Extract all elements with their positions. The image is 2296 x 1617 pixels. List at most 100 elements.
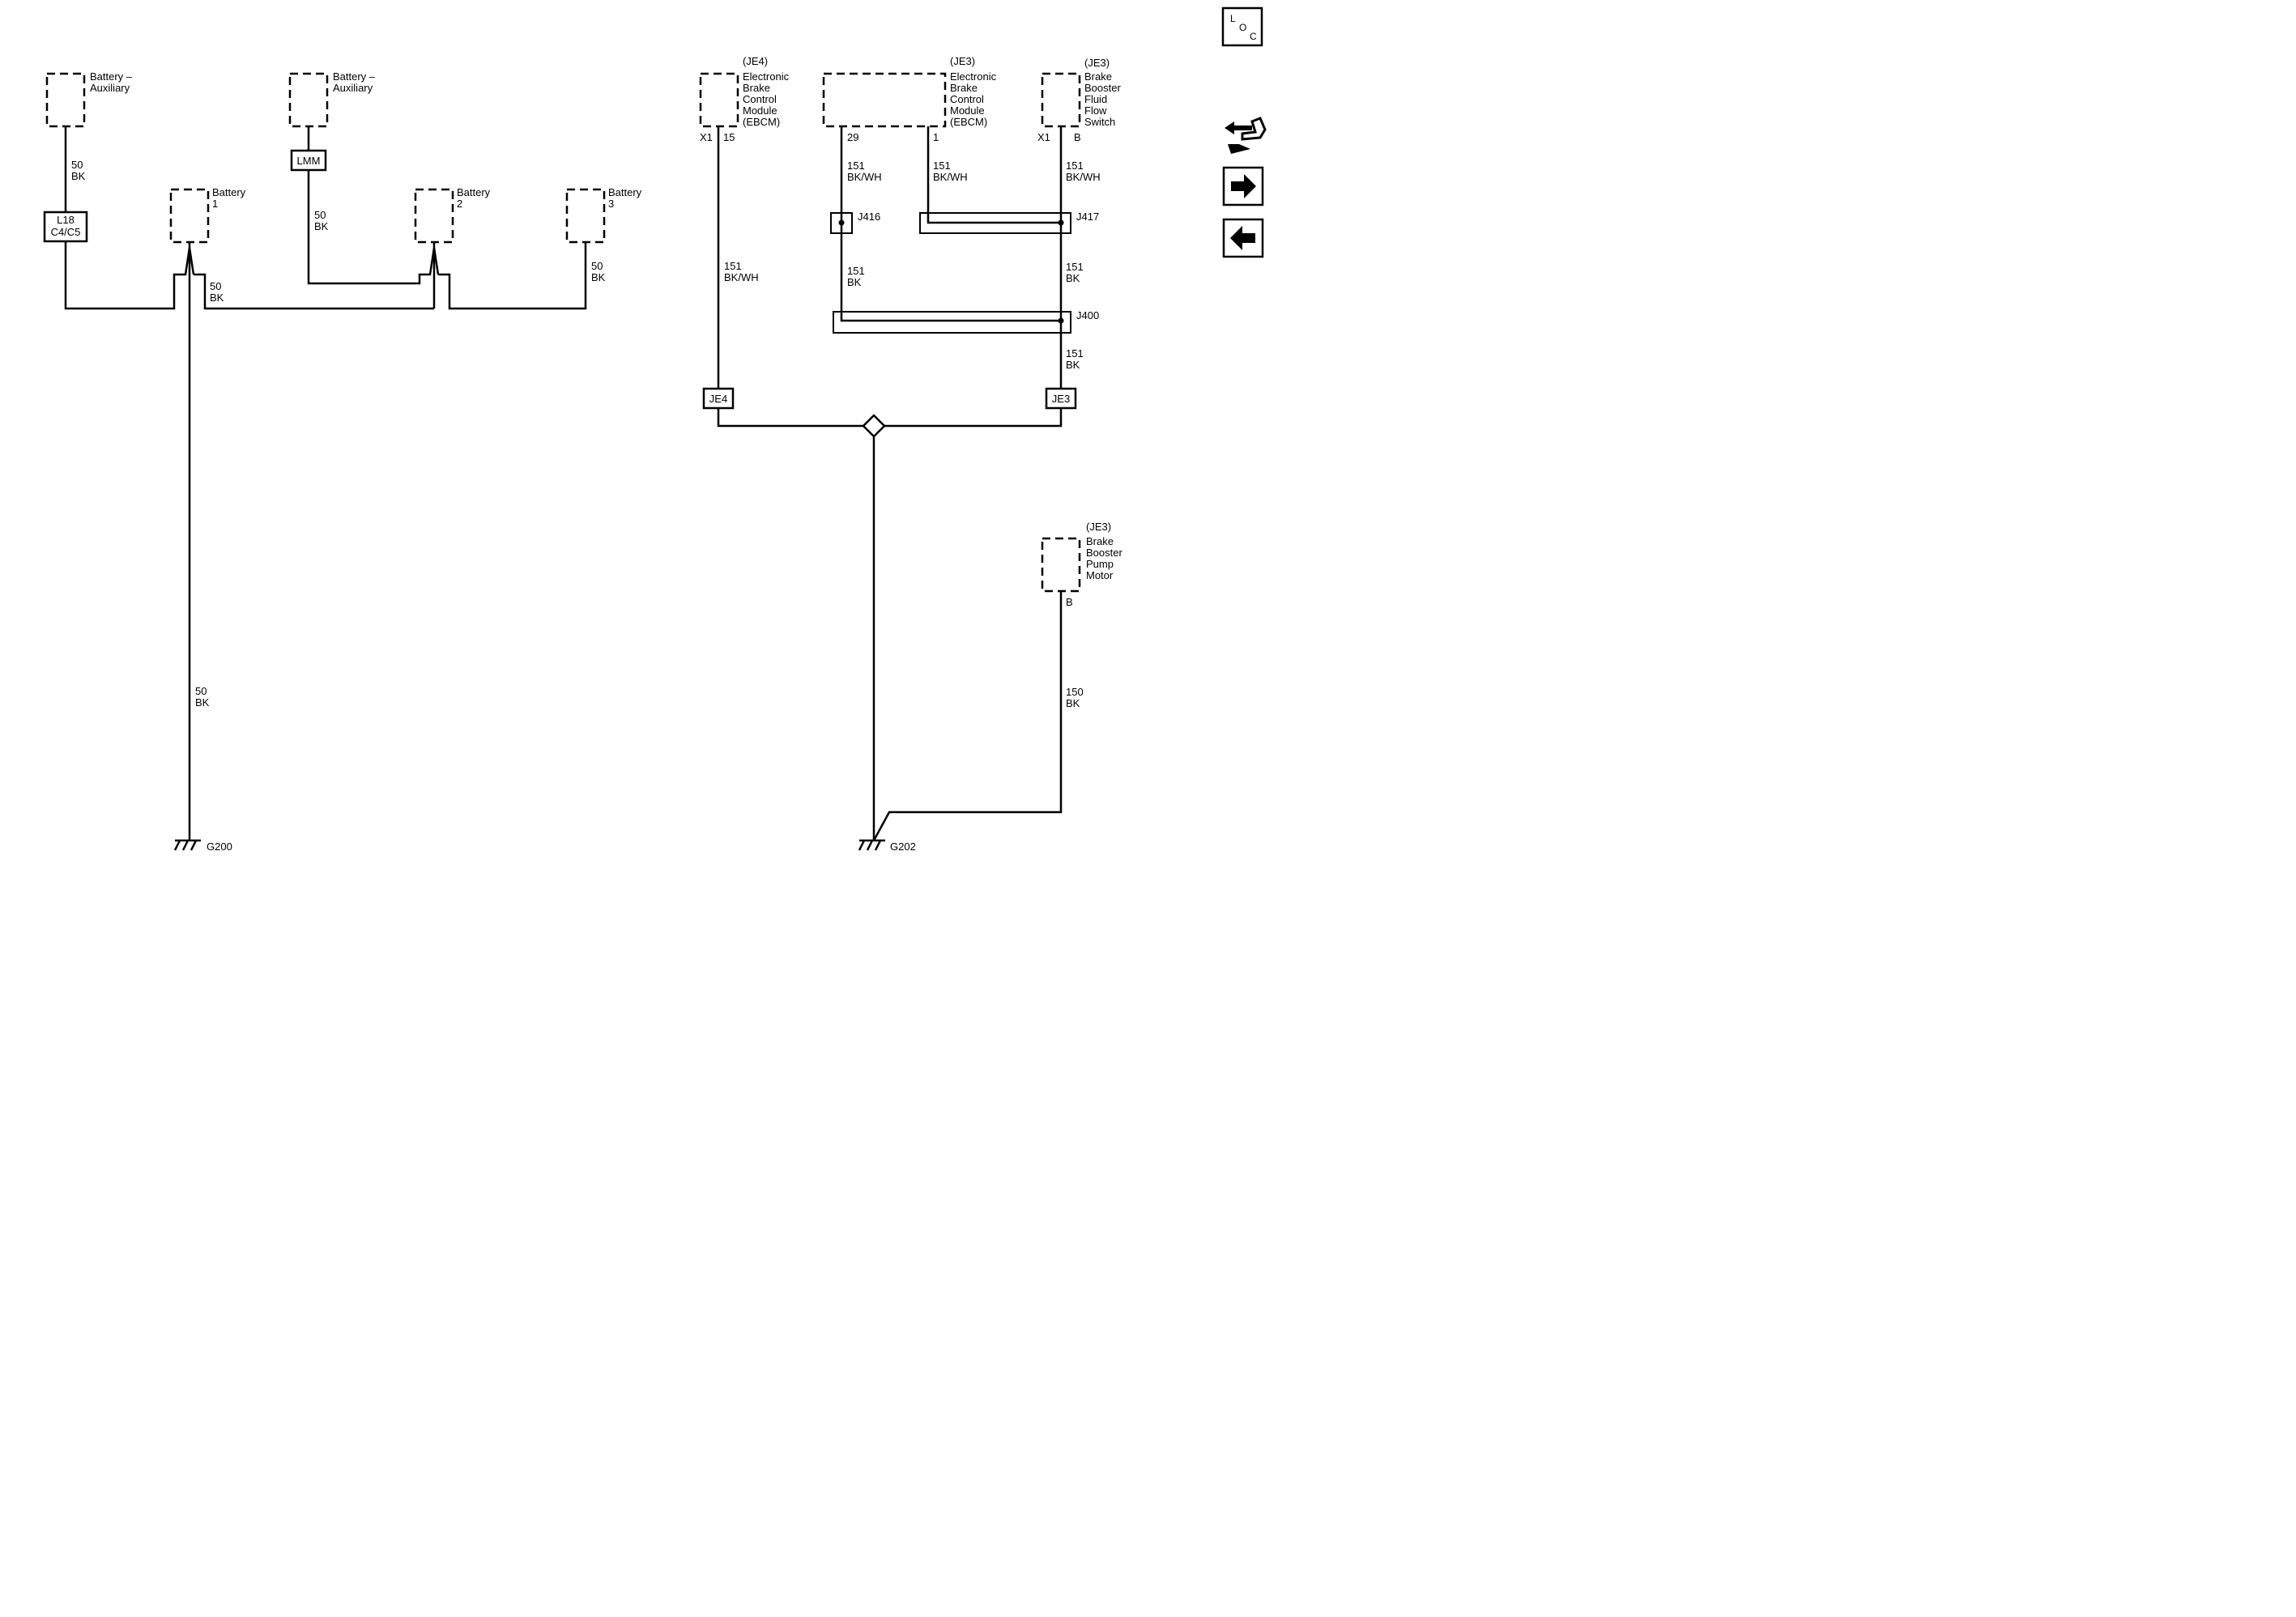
connector-end-view-icon[interactable] (1225, 117, 1267, 154)
splice-j416[interactable]: J416 (830, 211, 880, 234)
previous-page-button[interactable] (1222, 218, 1264, 258)
battery-auxiliary-left-name-2: Auxiliary (90, 82, 130, 94)
ebcm-je3-option: (JE3) (950, 55, 975, 67)
inline-connector-lmm[interactable]: LMM (290, 149, 327, 172)
ebcm-je3-symbol (822, 72, 947, 128)
ground-g202-hatch-3 (874, 840, 882, 851)
pump-motor-symbol (1041, 537, 1081, 593)
connector-je4[interactable]: JE4 (702, 387, 735, 410)
wire-j416-circuit: 151 (847, 265, 865, 277)
inline-connector-l18-option: L18 (57, 214, 75, 226)
flow-switch-pin: B (1074, 131, 1081, 143)
loc-letter-c: C (1250, 31, 1257, 42)
wire-ebcm1-to-j417 (926, 126, 1061, 224)
pump-motor-name-3: Pump (1086, 558, 1114, 570)
pump-motor-name-4: Motor (1086, 569, 1114, 581)
battery-auxiliary-middle-name-1: Battery – (333, 70, 376, 83)
brake-booster-fluid-flow-switch[interactable]: (JE3) Brake Booster Fluid Flow Switch X1… (1037, 57, 1121, 143)
flow-switch-name-5: Switch (1084, 116, 1115, 128)
brake-booster-pump-motor[interactable]: (JE3) Brake Booster Pump Motor B (1041, 521, 1122, 608)
ebcm-je4-name-2: Brake (743, 82, 770, 94)
ebcm-je4-option: (JE4) (743, 55, 768, 67)
ground-g202[interactable]: G202 (858, 839, 916, 853)
next-page-arrow-icon (1231, 174, 1256, 198)
wire-ebcm1-circuit: 151 (933, 160, 951, 172)
loc-letter-o: O (1239, 22, 1246, 33)
wire-pump-circuit: 150 (1066, 686, 1084, 698)
battery-3-name: Battery (608, 186, 642, 198)
wire-ebcm29-color: BK/WH (847, 171, 882, 183)
ebcm-je4-name-1: Electronic (743, 70, 790, 83)
location-button-box (1221, 6, 1263, 47)
battery-auxiliary-left[interactable]: Battery – Auxiliary (45, 70, 133, 128)
wiring-diagram: Battery – Auxiliary 50 BK L18 C4/C5 Batt… (43, 6, 1267, 853)
ebcm-je3-name-3: Control (950, 93, 984, 105)
next-page-button[interactable] (1222, 166, 1264, 206)
splice-j416-box (830, 212, 853, 234)
splice-j400[interactable]: J400 (833, 309, 1099, 334)
battery-1[interactable]: Battery 1 (169, 186, 246, 244)
ground-g200[interactable]: G200 (173, 839, 232, 853)
connector-je3[interactable]: JE3 (1045, 387, 1077, 410)
wire-je3-to-junction (884, 408, 1063, 428)
wire-battery3-circuit: 50 (591, 260, 603, 272)
ebcm-je3-name-1: Electronic (950, 70, 997, 83)
battery-1-name: Battery (212, 186, 246, 198)
ebcm-je4-pin: 15 (723, 131, 735, 143)
ebcm-je3-pin-1: 1 (933, 131, 939, 143)
battery-2[interactable]: Battery 2 (414, 186, 491, 244)
loc-letter-l: L (1230, 13, 1236, 24)
flow-switch-name-1: Brake (1084, 70, 1112, 83)
ebcm-je3[interactable]: (JE3) Electronic Brake Control Module (E… (822, 55, 997, 143)
inline-connector-lmm-label: LMM (297, 155, 321, 167)
ebcm-je4[interactable]: (JE4) Electronic Brake Control Module (E… (699, 55, 790, 143)
pump-motor-option: (JE3) (1086, 521, 1111, 533)
wire-battery3-color: BK (591, 271, 606, 283)
wire-j416-color: BK (847, 276, 862, 288)
battery-3[interactable]: Battery 3 (565, 186, 642, 244)
wire-aux-left-circuit: 50 (71, 159, 83, 171)
wire-ebcm29-j416-j400 (840, 126, 1061, 322)
ground-g200-hatch-2 (181, 840, 190, 851)
splice-j417-box (919, 212, 1071, 234)
ebcm-je3-name-4: Module (950, 104, 985, 117)
battery-auxiliary-left-name-1: Battery – (90, 70, 133, 83)
ebcm-je3-pin-29: 29 (847, 131, 858, 143)
battery-auxiliary-middle[interactable]: Battery – Auxiliary (288, 70, 376, 128)
battery-1-number: 1 (212, 198, 218, 210)
inline-connector-lmm-box (290, 149, 327, 172)
wire-battery2-to-battery3 (438, 242, 587, 310)
brake-ground-circuit: (JE4) Electronic Brake Control Module (E… (699, 55, 1122, 853)
ebcm-je3-name-2: Brake (950, 82, 978, 94)
connector-end-view-wrench (1228, 144, 1250, 154)
ground-g202-hatch-1 (858, 840, 866, 851)
inline-connector-l18-id: C4/C5 (51, 226, 81, 238)
location-button[interactable]: L O C (1221, 6, 1263, 47)
flow-switch-symbol (1041, 72, 1081, 128)
navigation-panel: L O C (1221, 6, 1267, 258)
splice-j417-label: J417 (1076, 211, 1099, 223)
battery-auxiliary-middle-symbol (288, 72, 329, 128)
splice-j417[interactable]: J417 (919, 211, 1099, 234)
wire-battery1-right-circuit: 50 (210, 280, 221, 292)
splice-j417-dot (1058, 219, 1064, 226)
flow-switch-connector: X1 (1037, 131, 1050, 143)
ground-g200-label: G200 (207, 840, 232, 853)
battery-auxiliary-middle-name-2: Auxiliary (333, 82, 373, 94)
inline-connector-l18[interactable]: L18 C4/C5 (43, 211, 88, 243)
wire-j400-color: BK (1066, 359, 1080, 371)
wire-lmm-color: BK (314, 220, 329, 232)
wire-ebcm29-circuit: 151 (847, 160, 865, 172)
wire-lmm-circuit: 50 (314, 209, 326, 221)
wire-pump-color: BK (1066, 697, 1080, 709)
connector-je4-label: JE4 (709, 393, 727, 405)
flow-switch-option: (JE3) (1084, 57, 1110, 69)
wire-switch-color: BK/WH (1066, 171, 1101, 183)
flow-switch-name-3: Fluid (1084, 93, 1107, 105)
wire-switch-circuit: 151 (1066, 160, 1084, 172)
connector-end-view-hand (1241, 117, 1267, 141)
ground-g200-hatch-1 (173, 840, 181, 851)
connector-je3-label: JE3 (1052, 393, 1070, 405)
battery-2-name: Battery (457, 186, 491, 198)
ground-g202-label: G202 (890, 840, 916, 853)
